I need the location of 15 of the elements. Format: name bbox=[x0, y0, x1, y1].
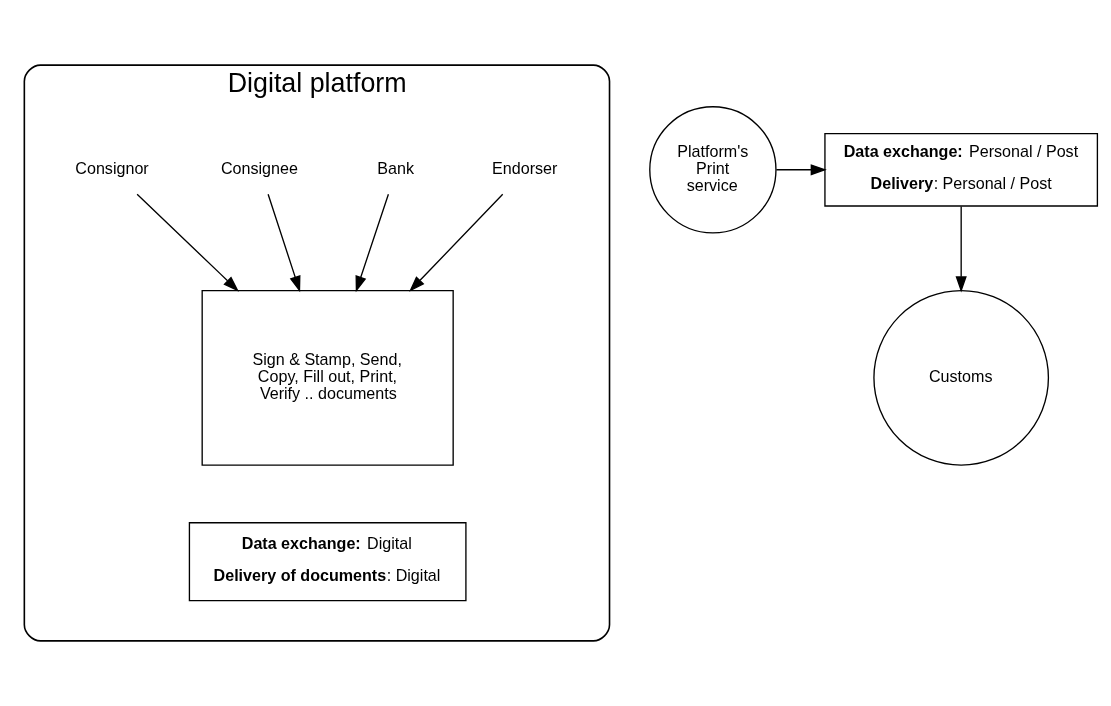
arrow bbox=[267, 193, 301, 293]
node-box: Data exchange: Digital Delivery of documents: Digital bbox=[188, 522, 467, 602]
arrow bbox=[775, 164, 827, 176]
node-text: Endorser bbox=[492, 158, 558, 177]
arrow bbox=[409, 193, 504, 292]
node-box: Sign & Stamp, Send, Copy, Fill out, Print, Verify .. documents bbox=[201, 289, 454, 466]
node-text: Consignee bbox=[220, 158, 298, 177]
node-text: Consignor bbox=[75, 158, 149, 177]
node-box: Data exchange: Personal / Post Delivery: Personal / Post bbox=[824, 132, 1099, 207]
arrow bbox=[355, 193, 390, 293]
arrow bbox=[136, 193, 239, 292]
node-text: Bank bbox=[377, 158, 415, 177]
arrow bbox=[955, 205, 967, 293]
node-circle: Platform's Print service bbox=[649, 106, 777, 234]
node-circle: Customs bbox=[873, 289, 1050, 466]
